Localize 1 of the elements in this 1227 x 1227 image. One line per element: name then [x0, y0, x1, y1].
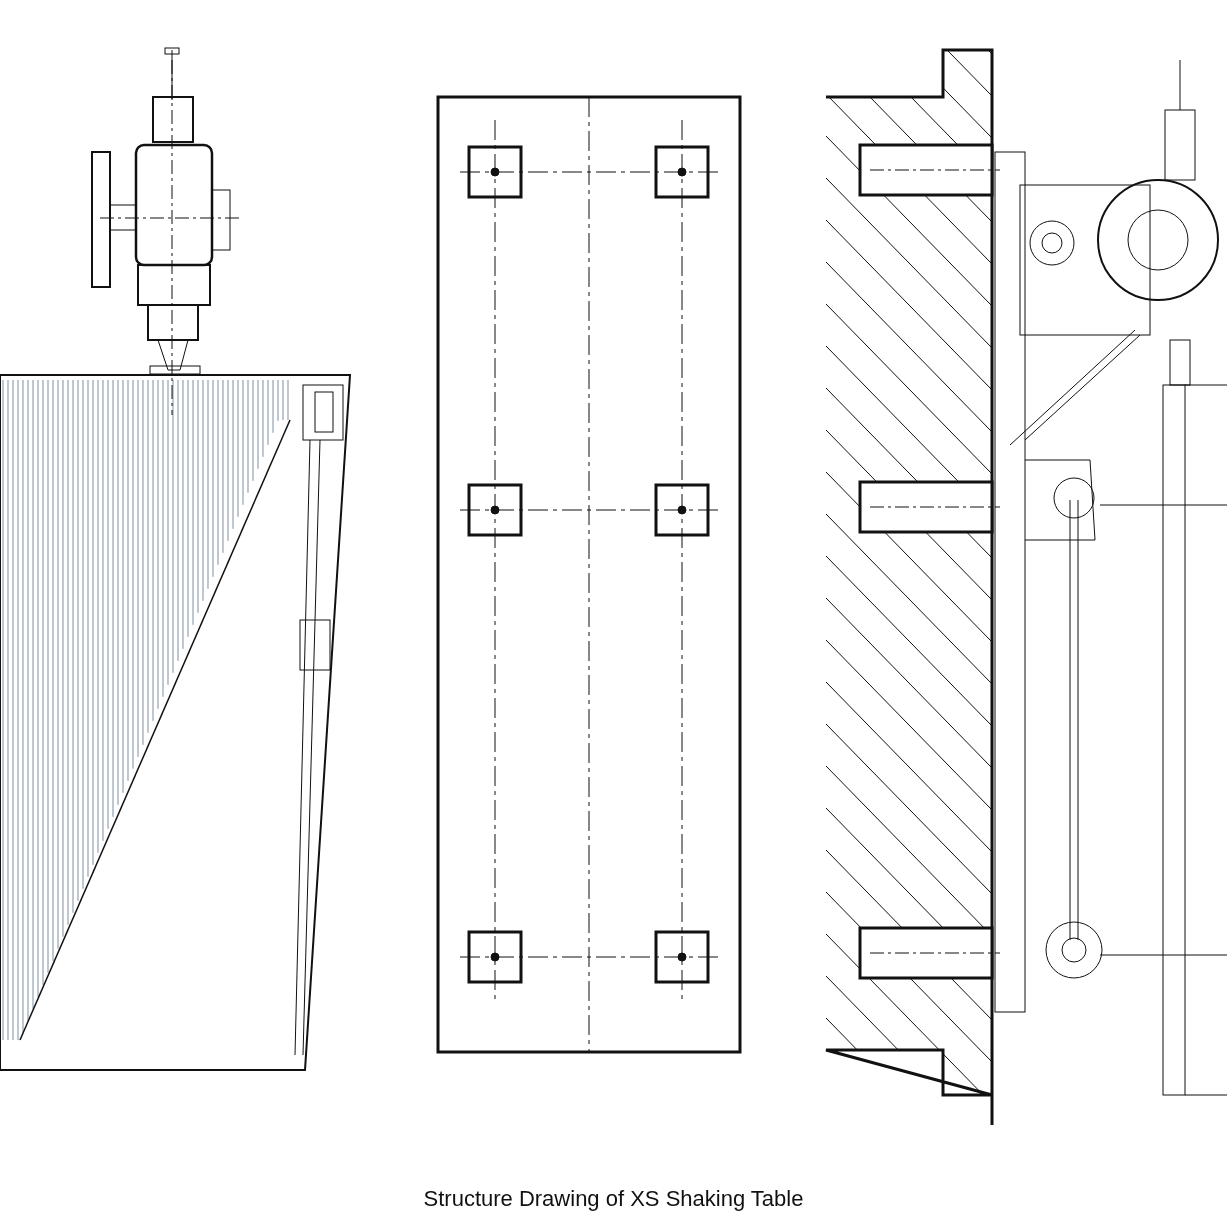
- caption: Structure Drawing of XS Shaking Table: [423, 1186, 804, 1211]
